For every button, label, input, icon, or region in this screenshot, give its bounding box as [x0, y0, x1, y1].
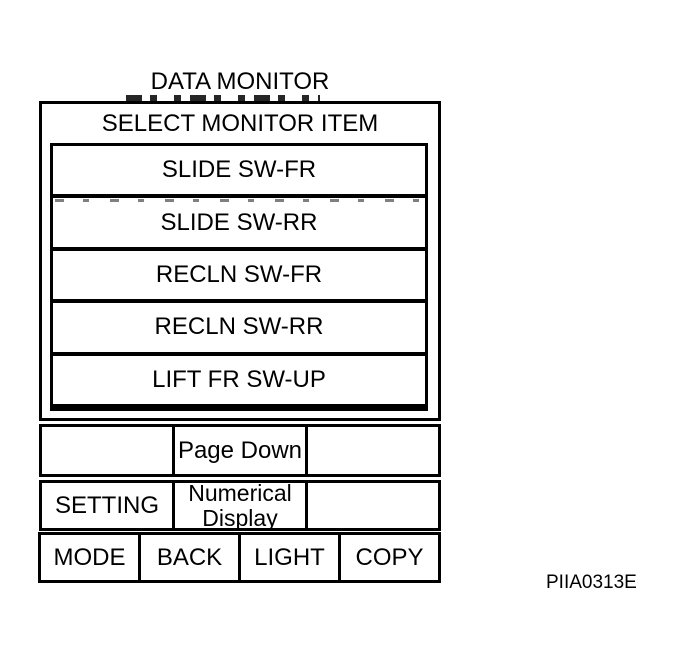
panel-header: SELECT MONITOR ITEM [101, 109, 379, 137]
paging-right-blank-cell [305, 427, 438, 474]
bottom-button-row: MODE BACK LIGHT COPY [38, 532, 441, 583]
back-button[interactable]: BACK [138, 535, 238, 580]
monitor-item-recln-sw-fr[interactable]: RECLN SW-FR [53, 251, 425, 304]
paging-row: Page Down [39, 424, 441, 477]
light-button[interactable]: LIGHT [238, 535, 338, 580]
monitor-panel: SELECT MONITOR ITEM SLIDE SW-FR SLIDE SW… [39, 101, 441, 421]
setting-button[interactable]: SETTING [54, 491, 159, 519]
setting-right-blank-cell [305, 483, 438, 528]
screen-title: DATA MONITOR [150, 68, 330, 95]
paging-left-blank-cell [42, 427, 172, 474]
numerical-display-button[interactable]: Numerical Display [172, 480, 305, 530]
monitor-item-slide-sw-rr[interactable]: SLIDE SW-RR [53, 198, 425, 251]
setting-row: SETTING Numerical Display [39, 480, 441, 531]
monitor-item-recln-sw-rr[interactable]: RECLN SW-RR [53, 303, 425, 356]
mode-button[interactable]: MODE [53, 543, 126, 571]
copy-button[interactable]: COPY [338, 535, 438, 580]
monitor-item-list: SLIDE SW-FR SLIDE SW-RR RECLN SW-FR RECL… [50, 143, 428, 411]
page-down-button[interactable]: Page Down [172, 427, 305, 474]
monitor-item-slide-sw-fr[interactable]: SLIDE SW-FR [53, 146, 425, 199]
monitor-item-lift-fr-sw-up[interactable]: LIFT FR SW-UP [53, 356, 425, 409]
figure-code-label: PIIA0313E [546, 572, 637, 593]
